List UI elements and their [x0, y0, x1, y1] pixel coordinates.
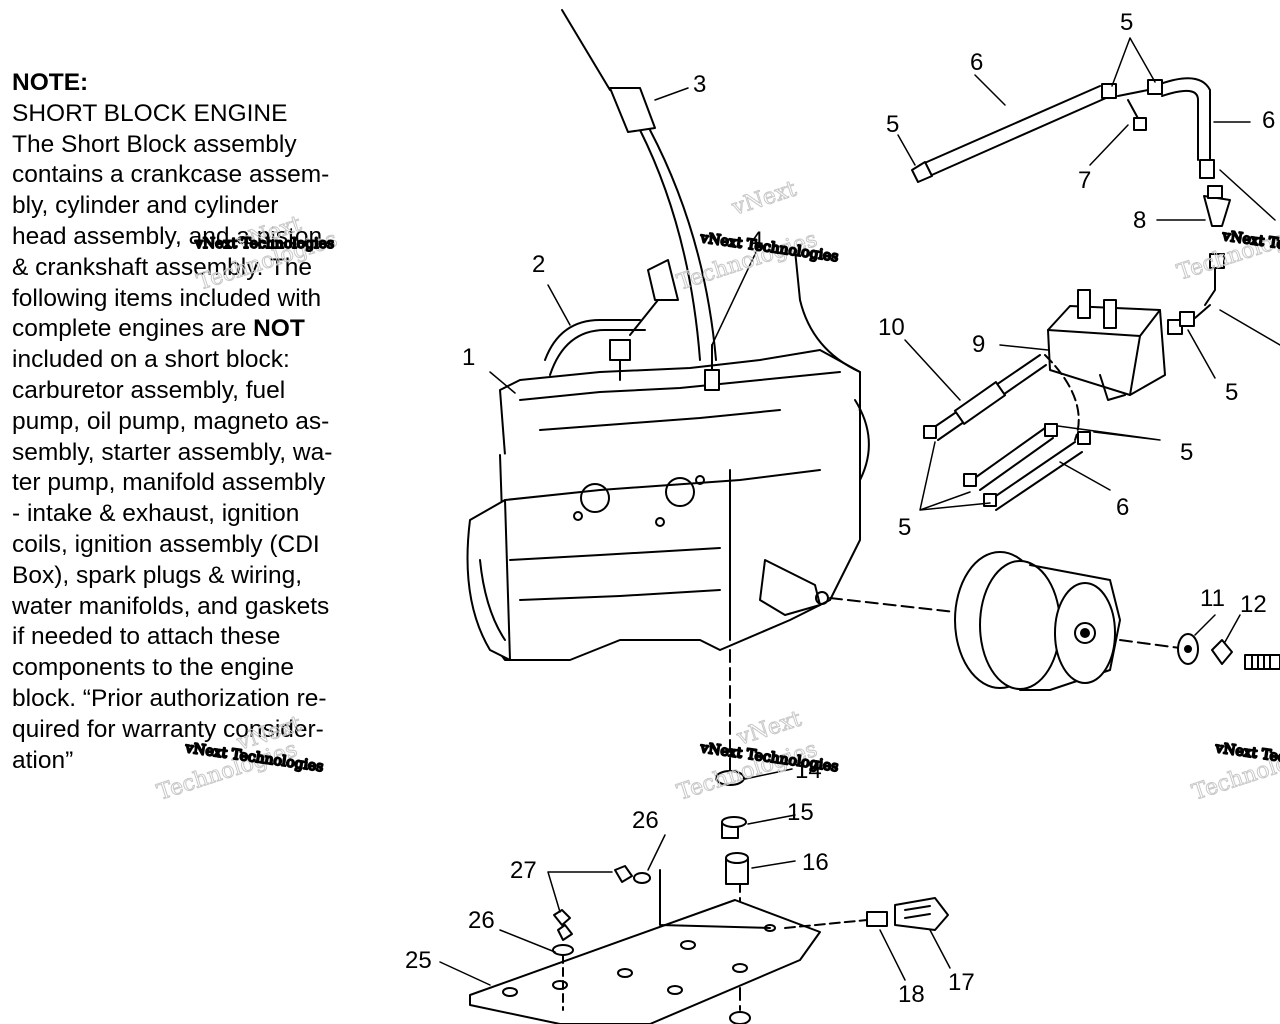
note-line-not: complete engines are NOT [12, 314, 392, 345]
callout-5: 5 [1180, 439, 1193, 466]
note-line-text: complete engines are [12, 315, 254, 343]
callout-25: 25 [405, 947, 432, 974]
callout-5: 5 [1225, 379, 1238, 406]
note-line: SHORT BLOCK ENGINE [12, 99, 288, 127]
note-line: pump, oil pump, magneto as- [12, 407, 330, 435]
callout-26: 26 [468, 907, 495, 934]
throttle-cable [561, 9, 717, 361]
centerline [1119, 639, 1181, 649]
note-line: contains a crankcase assem- [12, 161, 330, 189]
callout-26: 26 [632, 807, 659, 834]
note-line: if needed to attach these [12, 623, 281, 651]
impulse-line [923, 354, 1047, 441]
callout-8: 8 [1133, 207, 1146, 234]
note-line: water manifolds, and gaskets [12, 592, 330, 620]
fuel-lines-lower [963, 354, 1091, 511]
mount-spacer [725, 852, 749, 885]
callout-6: 6 [1262, 107, 1275, 134]
note-line: ter pump, manifold assembly [12, 469, 326, 497]
callout-1: 1 [462, 344, 475, 371]
note-line: following items included with [12, 284, 322, 312]
note-line: bly, cylinder and cylinder [12, 192, 279, 220]
note-line: ation” [12, 746, 74, 774]
callout-11: 11 [1200, 585, 1225, 612]
engine-block [466, 249, 870, 661]
callout-12: 12 [1240, 591, 1267, 618]
mount-washer [715, 770, 745, 786]
callout-2: 2 [532, 251, 545, 278]
callout-6: 6 [1116, 494, 1129, 521]
callout-9: 9 [972, 331, 985, 358]
crank-nut [1211, 639, 1233, 665]
svg-text:vNext Technologies: vNext Technologies [194, 236, 334, 252]
crank-bolt [1244, 654, 1280, 670]
callout-15: 15 [787, 799, 814, 826]
fuel-pump [1047, 289, 1211, 401]
callout-10: 10 [878, 314, 905, 341]
callout-7: 7 [1078, 167, 1091, 194]
note-line: The Short Block assembly [12, 130, 297, 158]
note-line: components to the engine [12, 654, 294, 682]
note-text-block: NOTE: SHORT BLOCK ENGINE The Short Block… [12, 68, 392, 776]
callout-4: 4 [750, 227, 763, 254]
centerline [829, 597, 956, 613]
fuel-filter [1203, 185, 1231, 306]
note-line: sembly, starter assembly, wa- [12, 438, 333, 466]
callout-16: 16 [802, 849, 829, 876]
svg-text:Technologies: Technologies [1174, 217, 1280, 286]
callout-5: 5 [898, 514, 911, 541]
note-not-emphasis: NOT [253, 315, 305, 343]
note-line: & crankshaft assembly. The [12, 253, 313, 281]
note-line: carburetor assembly, fuel [12, 376, 286, 404]
callout-18: 18 [898, 981, 925, 1008]
leader-lines [439, 37, 1280, 986]
mount-bushing [721, 816, 747, 839]
callout-5: 5 [1120, 9, 1133, 36]
svg-text:vNext: vNext [728, 177, 800, 222]
callout-27: 27 [510, 857, 537, 884]
note-line: Box), spark plugs & wiring, [12, 561, 303, 589]
callout-6: 6 [970, 49, 983, 76]
note-line: - intake & exhaust, ignition [12, 500, 300, 528]
note-heading: NOTE: [12, 69, 89, 96]
mount-plate [469, 899, 821, 1024]
mount-washer-lower [729, 1011, 751, 1024]
callout-14: 14 [795, 757, 822, 784]
note-line: head assembly, and a piston [12, 222, 323, 250]
note-line: block. “Prior authorization re- [12, 684, 327, 712]
callout-17: 17 [948, 969, 975, 996]
note-line: quired for warranty consider- [12, 715, 324, 743]
crank-washer [1177, 633, 1199, 665]
callout-5: 5 [886, 111, 899, 138]
drive-pulley [954, 551, 1121, 691]
note-line: coils, ignition assembly (CDI [12, 530, 320, 558]
note-line: included on a short block: [12, 346, 290, 374]
callout-3: 3 [693, 71, 706, 98]
mount-bolt [784, 897, 949, 931]
fuel-lines-top [911, 77, 1215, 183]
